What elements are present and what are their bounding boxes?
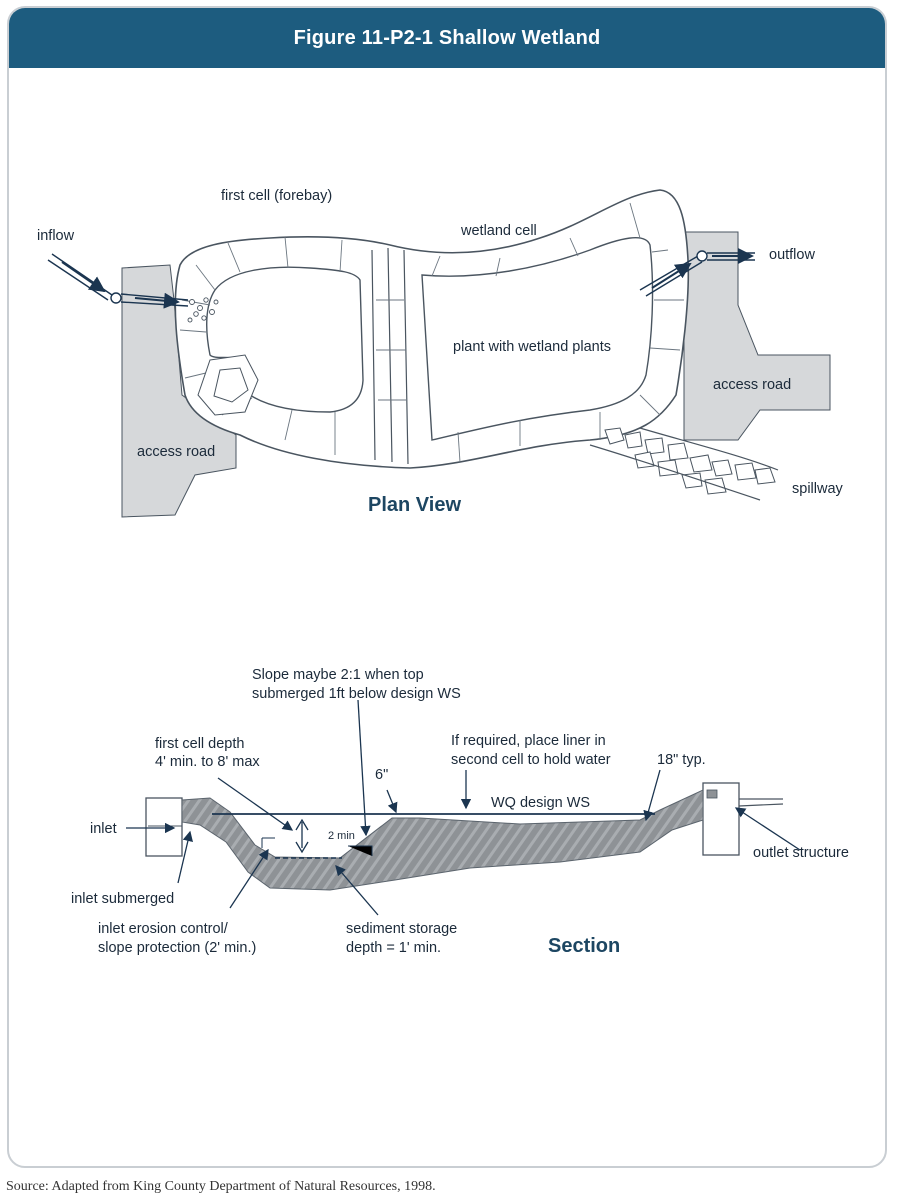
label-erosion-line1: inlet erosion control/: [98, 921, 229, 937]
label-erosion-line2: slope protection (2' min.): [98, 940, 256, 956]
access-road-right: [683, 231, 831, 441]
spillway-rocks: [604, 427, 776, 495]
label-inlet: inlet: [90, 821, 117, 837]
label-wq-design-ws: WQ design WS: [491, 795, 590, 811]
label-spillway: spillway: [792, 481, 844, 497]
label-liner-line1: If required, place liner in: [451, 733, 606, 749]
wetland-pool: [421, 237, 654, 441]
label-access-road-left: access road: [137, 444, 215, 460]
label-outflow: outflow: [769, 247, 815, 263]
label-first-cell: first cell (forebay): [221, 188, 332, 204]
label-slope-line1: Slope maybe 2:1 when top: [252, 667, 424, 683]
label-6-inch: 6": [375, 767, 388, 783]
label-first-depth-line2: 4' min. to 8' max: [155, 754, 260, 770]
label-access-road-right: access road: [713, 377, 791, 393]
forebay-pool: [206, 266, 364, 413]
inlet-box: [145, 797, 183, 857]
label-outlet-structure: outlet structure: [753, 845, 849, 861]
section-view: 2 min Slope maybe 2:1 when top submerged…: [71, 667, 849, 957]
label-sediment-line1: sediment storage: [346, 921, 457, 937]
label-liner-line2: second cell to hold water: [451, 752, 611, 768]
access-road-left: [121, 264, 237, 518]
label-inlet-submerged: inlet submerged: [71, 891, 174, 907]
label-wetland-cell: wetland cell: [460, 223, 537, 239]
section-heading: Section: [548, 935, 620, 957]
wetland-diagram: first cell (forebay) wetland cell inflow…: [37, 188, 849, 957]
figure-title: Figure 11-P2-1 Shallow Wetland: [293, 26, 601, 49]
label-18-typ: 18" typ.: [657, 752, 706, 768]
outflow-pipe: [639, 248, 755, 297]
label-first-depth-line1: first cell depth: [155, 736, 244, 752]
source-caption: Source: Adapted from King County Departm…: [6, 1179, 436, 1194]
label-plant: plant with wetland plants: [453, 339, 611, 355]
label-inflow: inflow: [37, 228, 75, 244]
inflow-pipe: [47, 253, 189, 309]
title-bar: Figure 11-P2-1 Shallow Wetland: [9, 8, 885, 68]
plan-view: first cell (forebay) wetland cell inflow…: [37, 188, 844, 518]
section-earth: [181, 789, 704, 891]
label-2-min: 2 min: [328, 830, 355, 842]
label-slope-line2: submerged 1ft below design WS: [252, 686, 461, 702]
label-sediment-line2: depth = 1' min.: [346, 940, 441, 956]
figure-frame: Figure 11-P2-1 Shallow Wetland: [7, 6, 887, 1168]
plan-view-heading: Plan View: [368, 494, 461, 516]
